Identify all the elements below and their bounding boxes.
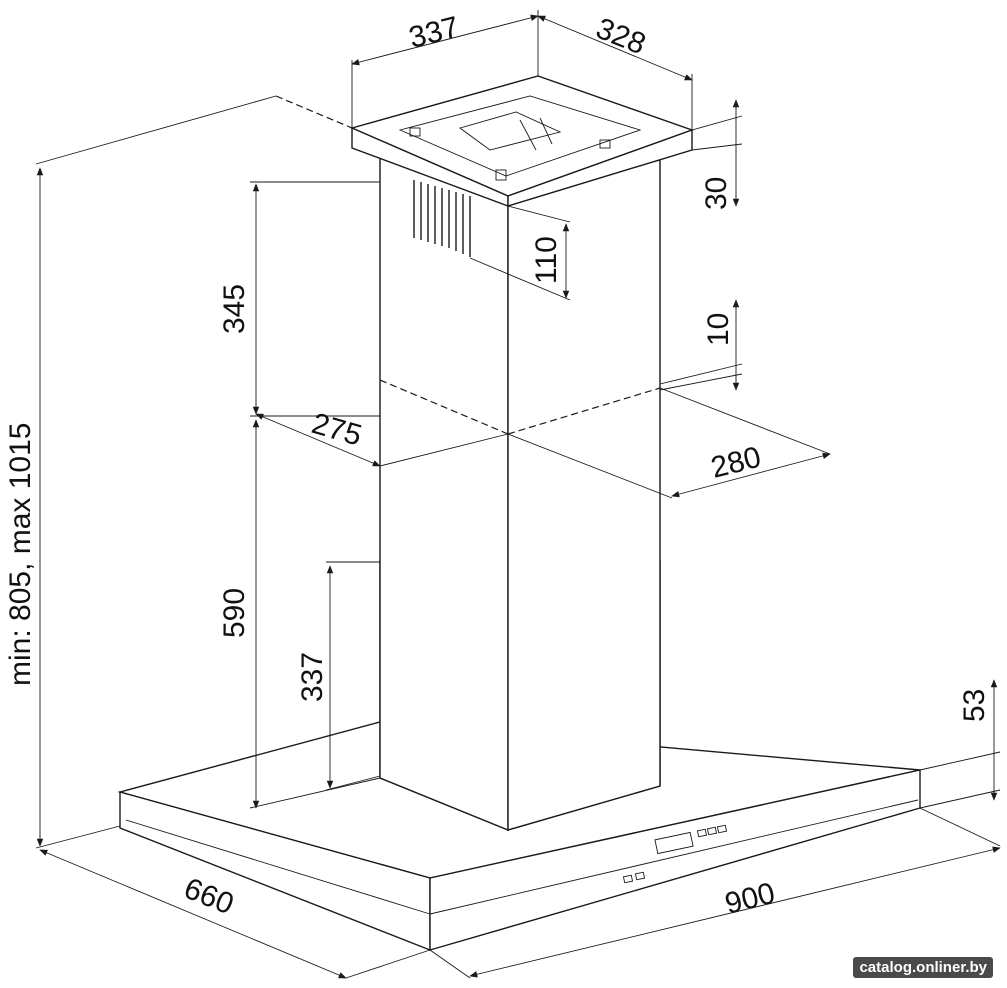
dim-gap: 10: [702, 313, 735, 346]
dimension-lines: [35, 10, 1001, 979]
dim-mount-height: 30: [700, 177, 733, 210]
dim-mount-depth: 328: [591, 12, 650, 61]
dim-upper-chimney: 345: [218, 284, 251, 334]
mounting-bracket: [349, 75, 695, 208]
dim-lower-inner: 337: [296, 652, 329, 702]
dim-canopy-width: 900: [722, 877, 779, 921]
watermark: catalog.onliner.by: [853, 957, 993, 978]
dim-canopy-depth: 660: [179, 872, 238, 921]
dim-vent-height: 110: [530, 236, 563, 284]
dim-total-height: min: 805, max 1015: [4, 423, 37, 686]
dim-chimney-depth: 280: [708, 441, 765, 485]
dim-lower-chimney: 590: [218, 588, 251, 638]
dim-canopy-thickness: 53: [958, 689, 991, 722]
upper-chimney: [379, 157, 661, 832]
vent-slots: [413, 180, 471, 257]
dim-mount-width: 337: [406, 11, 463, 55]
dim-chimney-width: 275: [308, 407, 365, 453]
